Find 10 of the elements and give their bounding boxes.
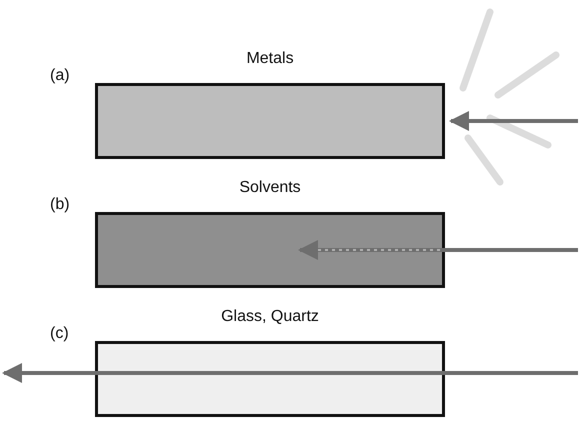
line — [445, 371, 578, 375]
panel-label: (c) — [50, 325, 69, 343]
arrow — [2, 363, 95, 383]
material-heading: Solvents — [239, 179, 301, 197]
panel-label: (a) — [50, 67, 70, 85]
arrow — [298, 240, 578, 260]
material-heading: Metals — [246, 50, 294, 68]
arrow — [449, 111, 578, 131]
material-heading: Glass, Quartz — [221, 308, 319, 326]
panel-label: (b) — [50, 196, 70, 214]
